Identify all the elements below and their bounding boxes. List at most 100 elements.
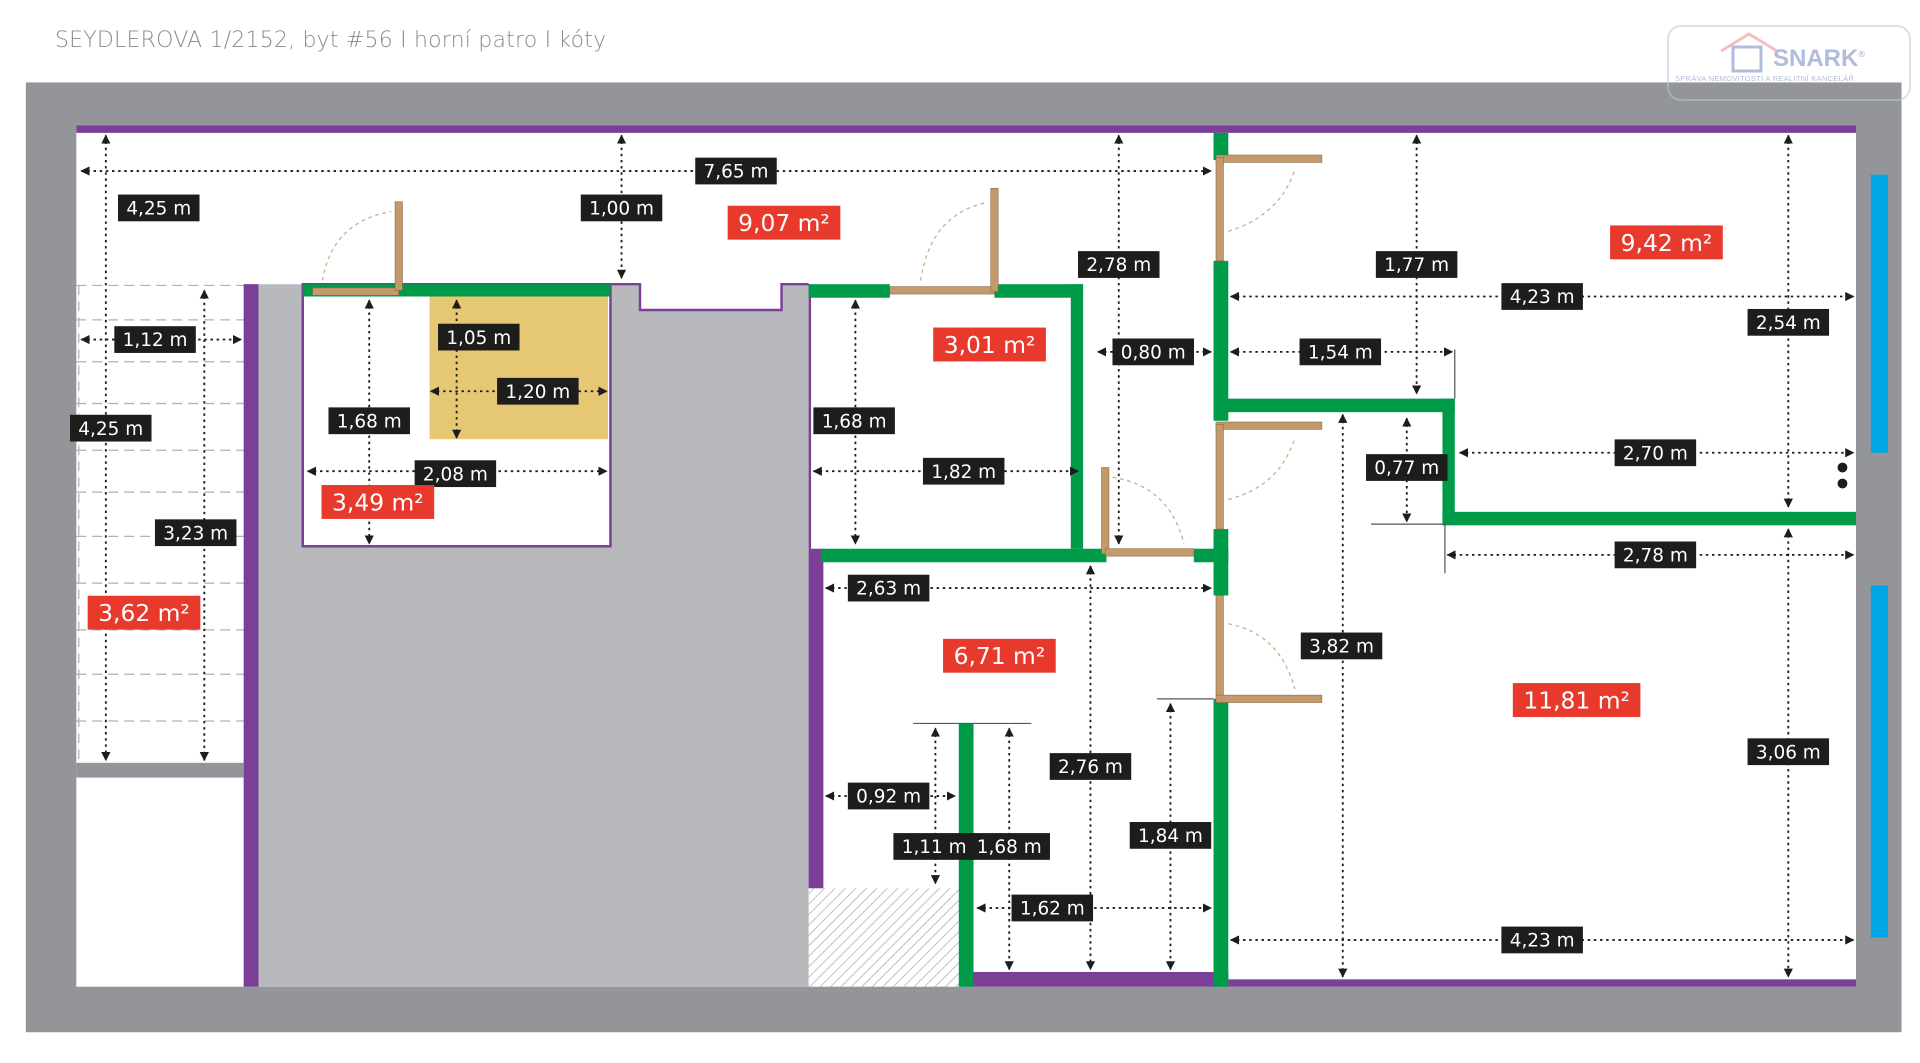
dimension-label-text: 3,82 m [1309,637,1374,658]
dimension-label-background [114,326,196,353]
area-label-hall: 9,07 m² [727,205,841,240]
reference-lines [913,349,1456,725]
dimension-label-text: 2,78 m [1086,255,1151,276]
area-label-bedroom-background [1610,225,1723,260]
dimension-label-text: 2,76 m [1058,757,1123,778]
dimension-label: 3,82 m [1300,632,1383,660]
dimension-label-background [847,574,930,602]
area-label-living-room-text: 11,81 m² [1523,686,1630,714]
exterior-wall-kitchen-left [808,548,824,889]
dimension-label-text: 0,80 m [1121,343,1186,364]
area-label-storage-left-text: 3,62 m² [98,599,190,627]
dimension-label-text: 1,82 m [931,462,996,483]
dimension-label-text: 2,70 m [1623,443,1688,464]
area-label-hall-text: 9,07 m² [738,209,830,237]
dimension-label-background [1747,308,1830,336]
dimension-label: 0,92 m [847,782,930,810]
dimension-label-background [1375,251,1458,278]
dimension-label-text: 4,23 m [1510,287,1575,308]
dimension-label-background [1501,926,1583,954]
dimension-label-background [70,414,152,442]
dimension-label-background [1078,251,1160,278]
dimension-label-text: 1,68 m [337,411,402,432]
stair-shaft [243,284,809,987]
area-label-wc-room-background [933,327,1046,362]
dimension-label: 1,54 m [1299,338,1382,366]
dimension-label-text: 1,11 m [902,837,967,858]
dimension-label-background [414,460,497,488]
dimension-label: 4,23 m [1501,283,1583,310]
dimension-label-background [1129,822,1212,849]
area-label-bedroom-text: 9,42 m² [1621,229,1713,257]
dimension-label: 2,70 m [1614,439,1697,467]
logo-subtitle: SPRÁVA NEMOVITOSTÍ A REALITNÍ KANCELÁŘ [1675,74,1855,83]
dimension-label: 1,68 m [813,407,895,435]
area-label-storage-left-background [87,595,201,630]
dimension-label: 2,63 m [847,574,930,602]
area-label-bathroom-text: 3,49 m² [332,488,424,516]
logo-name: SNARK® [1773,45,1865,73]
shaft-outline [610,282,809,312]
dimension-label-text: 1,68 m [977,837,1042,858]
dimension-label: 4,23 m [1501,926,1583,954]
dimension-label-background [118,194,200,222]
door-bedroom [1215,154,1323,163]
dimension-label-text: 1,54 m [1308,343,1373,364]
dimension-label-text: 4,23 m [1510,931,1575,952]
door-living-upper [1215,421,1323,430]
dimension-label-background [1366,454,1448,481]
dimension-label-text: 1,12 m [123,330,188,351]
exterior-wall-top [76,125,1856,133]
dimension-label: 2,54 m [1747,308,1830,336]
dimension-label: 1,12 m [114,326,196,353]
area-label-hall-background [727,205,841,240]
dimension-label-text: 3,23 m [163,523,228,544]
dimension-label: 1,00 m [580,194,663,222]
exterior-wall-bottom-kitchen [964,971,1229,987]
dimension-label: 1,05 m [438,323,520,351]
logo-name-text: SNARK [1773,45,1859,72]
door-wc [889,286,995,295]
dimension-label: 1,77 m [1375,251,1458,278]
area-label-bathroom-background [321,485,435,519]
dimension-label-background [1747,738,1830,766]
exterior-wall-shaft-left [243,284,259,987]
dimension-label: 2,78 m [1614,541,1697,569]
dimension-label: 4,25 m [118,194,200,222]
dimension-label-text: 1,62 m [1020,899,1085,920]
dimension-label-text: 1,00 m [589,199,654,220]
door-swings [321,169,1296,690]
dimension-label: 2,78 m [1078,251,1160,278]
dimension-label-background [497,377,579,405]
dimension-label-text: 1,77 m [1384,255,1449,276]
dimension-label-text: 1,05 m [446,328,511,349]
dimension-label-background [1049,753,1132,780]
dimension-label-background [154,519,237,547]
dimension-label: 3,06 m [1747,738,1830,766]
door-bathroom [312,287,400,296]
dimension-label-background [580,194,663,222]
dimension-label-text: 1,20 m [505,382,570,403]
dimension-label-background [1112,338,1194,366]
dimension-label: 0,77 m [1366,454,1448,481]
house-icon [1720,32,1778,73]
dimension-label-background [1501,283,1583,310]
area-label-living-room-background [1512,683,1641,718]
dimension-label: 4,25 m [70,414,152,442]
doors [312,154,1323,703]
dimension-label: 2,08 m [414,460,497,488]
dimension-label: 0,80 m [1112,338,1194,366]
area-label-bathroom: 3,49 m² [321,485,435,519]
radiator-dot [1837,462,1848,473]
dimension-label: 1,68 m [328,407,410,435]
dimension-label-text: 1,84 m [1138,826,1203,847]
area-label-kitchen: 6,71 m² [943,638,1056,673]
dimension-label-background [328,407,410,435]
dimension-label-text: 2,78 m [1623,546,1688,567]
dimension-label-text: 2,54 m [1756,313,1821,334]
dimension-label-text: 4,25 m [78,419,143,440]
dimension-label-text: 0,77 m [1374,458,1439,479]
dimension-label-background [847,782,930,810]
dimension-label-text: 0,92 m [856,787,921,808]
